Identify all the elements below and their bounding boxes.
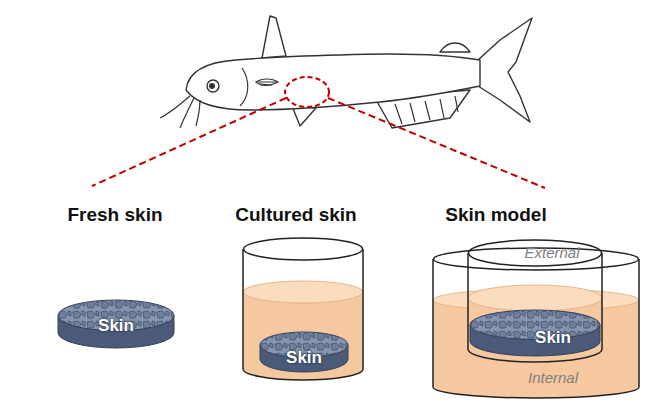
insert-well: ExternalSkin: [468, 240, 602, 362]
skin-label: Skin: [535, 329, 571, 348]
medium: [433, 300, 639, 398]
skin-label: Skin: [286, 349, 322, 368]
skin-label: Skin: [98, 317, 134, 336]
outer-well: Skin modelInternalExternalSkin: [433, 248, 639, 398]
barbels: [160, 96, 200, 128]
medium-surface: [243, 281, 363, 303]
disc-top: [470, 310, 600, 339]
pectoral-fin: [256, 79, 278, 85]
well-wall: [243, 249, 363, 380]
sample-area: [285, 77, 329, 107]
leader-line: [92, 98, 286, 186]
skin-disc: Skin: [260, 332, 348, 372]
well-rim: [244, 238, 363, 260]
fish-pupil: [209, 83, 215, 89]
medium: [243, 292, 363, 380]
fin-rays: [258, 82, 276, 85]
tail-fin: [478, 18, 532, 122]
medium-surface: [468, 285, 602, 311]
fin-rays: [395, 96, 458, 124]
heading: Cultured skin: [235, 205, 356, 226]
disc-outline: [470, 310, 600, 356]
compartment-label: External: [524, 245, 579, 262]
well-rim: [469, 240, 602, 266]
culture-well: Cultured skinSkin: [243, 238, 363, 380]
skin-disc: Fresh skinSkin: [58, 300, 174, 348]
well-wall: [468, 253, 602, 362]
heading: Fresh skin: [67, 205, 162, 226]
fish-eye: [207, 80, 219, 92]
compartment-label: Internal: [528, 370, 578, 387]
skin-disc: Skin: [470, 310, 600, 356]
gill-line: [240, 68, 248, 106]
leader-line: [328, 98, 545, 188]
well-wall: [433, 259, 639, 398]
dorsal-fin: [262, 16, 286, 58]
adipose-fin: [440, 43, 470, 52]
fish-body: [186, 54, 480, 110]
heading: Skin model: [445, 205, 546, 226]
